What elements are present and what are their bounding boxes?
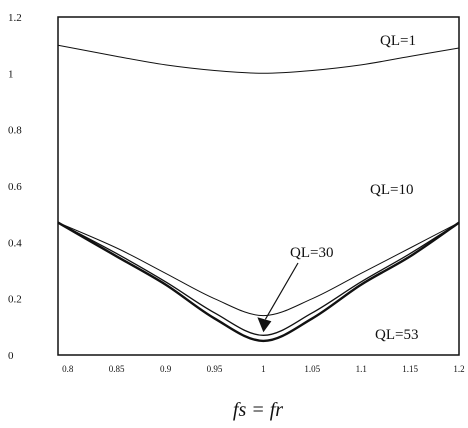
y-tick-label: 0.2 — [8, 294, 22, 306]
curve-label-ql-1: QL=1 — [380, 33, 416, 49]
x-tick-label: 1.15 — [402, 364, 418, 374]
x-tick-label: 0.8 — [62, 364, 74, 374]
plot-frame — [57, 16, 460, 356]
x-tick-label: 1.1 — [356, 364, 367, 374]
y-tick-label: 0.4 — [8, 237, 22, 249]
x-tick-label: 0.95 — [207, 364, 223, 374]
y-tick-label: 0.8 — [8, 125, 22, 137]
x-tick-label: 1 — [261, 364, 266, 374]
series-line-ql-30 — [57, 222, 460, 336]
x-axis-label: fs = fr — [233, 399, 283, 421]
series-line-ql-10 — [57, 222, 460, 317]
y-tick-label: 0 — [8, 350, 14, 362]
annotation-arrow-head — [257, 317, 272, 333]
y-tick-label: 1 — [8, 68, 14, 80]
x-tick-label: 0.9 — [160, 364, 172, 374]
series-line-ql-53 — [57, 221, 460, 343]
annotation-arrow-line — [264, 262, 299, 320]
curve-label-ql-53: QL=53 — [375, 327, 418, 343]
y-axis-ticks: 0 0.2 0.4 0.6 0.8 1 1.2 — [8, 12, 22, 362]
curve-label-ql-10: QL=10 — [370, 182, 413, 198]
axes-group — [57, 16, 460, 356]
x-tick-label: 0.85 — [109, 364, 125, 374]
y-tick-label: 0.6 — [8, 181, 22, 193]
x-tick-label: 1.05 — [304, 364, 320, 374]
x-tick-label: 1.2 — [453, 364, 464, 374]
series-group — [57, 44, 460, 343]
series-line-ql-1 — [57, 44, 460, 74]
x-axis-ticks: 0.8 0.85 0.9 0.95 1 1.05 1.1 1.15 1.2 — [62, 364, 464, 374]
y-tick-label: 1.2 — [8, 12, 22, 24]
curve-label-ql-30: QL=30 — [290, 245, 333, 261]
